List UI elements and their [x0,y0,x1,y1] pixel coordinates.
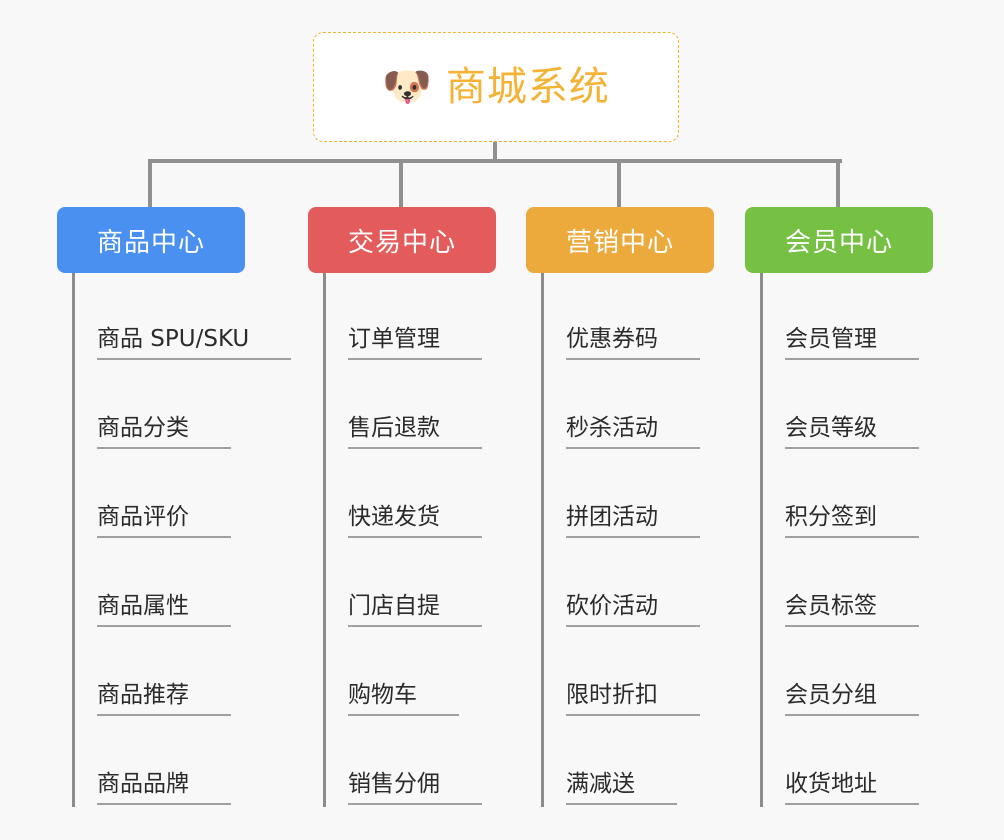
leaf-label: 订单管理 [348,326,482,360]
list-item[interactable]: 满减送 [544,718,746,807]
category-column-marketing: 营销中心 优惠券码 秒杀活动 拼团活动 砍价活动 限时折扣 满减送 [526,207,746,807]
leaf-list-product: 商品 SPU/SKU 商品分类 商品评价 商品属性 商品推荐 商品品牌 [72,273,292,807]
leaf-label: 商品品牌 [97,771,231,805]
list-item[interactable]: 购物车 [326,629,528,718]
category-label: 商品中心 [96,227,205,258]
list-item[interactable]: 砍价活动 [544,540,746,629]
list-item[interactable]: 限时折扣 [544,629,746,718]
leaf-label: 积分签到 [785,504,919,538]
list-item[interactable]: 商品推荐 [75,629,277,718]
connector-horizontal-bus [148,159,842,163]
category-column-trade: 交易中心 订单管理 售后退款 快递发货 门店自提 购物车 销售分佣 [308,207,528,807]
connector-drop-4 [836,159,840,207]
category-header-marketing[interactable]: 营销中心 [526,207,714,273]
leaf-label: 商品 SPU/SKU [97,326,292,360]
category-label: 交易中心 [347,227,456,258]
category-header-trade[interactable]: 交易中心 [308,207,496,273]
leaf-label: 购物车 [348,682,459,716]
list-item[interactable]: 会员管理 [763,273,965,362]
list-item[interactable]: 秒杀活动 [544,362,746,451]
leaf-label: 商品推荐 [97,682,231,716]
list-item[interactable]: 商品分类 [75,362,277,451]
list-item[interactable]: 优惠券码 [544,273,746,362]
list-item[interactable]: 收货地址 [763,718,965,807]
category-label: 会员中心 [784,227,893,258]
list-item[interactable]: 门店自提 [326,540,528,629]
leaf-label: 快递发货 [348,504,482,538]
category-columns: 商品中心 商品 SPU/SKU 商品分类 商品评价 商品属性 商品推荐 商品品牌… [0,207,1004,827]
leaf-list-marketing: 优惠券码 秒杀活动 拼团活动 砍价活动 限时折扣 满减送 [541,273,746,807]
list-item[interactable]: 积分签到 [763,451,965,540]
leaf-label: 商品分类 [97,415,231,449]
leaf-label: 商品属性 [97,593,231,627]
list-item[interactable]: 拼团活动 [544,451,746,540]
leaf-label: 拼团活动 [566,504,700,538]
leaf-label: 满减送 [566,771,677,805]
leaf-label: 收货地址 [785,771,919,805]
connector-drop-3 [617,159,621,207]
leaf-list-trade: 订单管理 售后退款 快递发货 门店自提 购物车 销售分佣 [323,273,528,807]
root-node-mall-system[interactable]: 🐶 商城系统 [313,32,679,142]
category-header-product[interactable]: 商品中心 [57,207,245,273]
list-item[interactable]: 快递发货 [326,451,528,540]
leaf-label: 门店自提 [348,593,482,627]
list-item[interactable]: 订单管理 [326,273,528,362]
leaf-label: 优惠券码 [566,326,700,360]
list-item[interactable]: 商品品牌 [75,718,277,807]
leaf-label: 会员分组 [785,682,919,716]
category-label: 营销中心 [565,227,674,258]
category-header-member[interactable]: 会员中心 [745,207,933,273]
list-item[interactable]: 销售分佣 [326,718,528,807]
leaf-label: 售后退款 [348,415,482,449]
list-item[interactable]: 会员标签 [763,540,965,629]
leaf-label: 秒杀活动 [566,415,700,449]
leaf-label: 限时折扣 [566,682,700,716]
shiba-dog-face-icon: 🐶 [382,64,432,110]
leaf-label: 会员等级 [785,415,919,449]
leaf-label: 商品评价 [97,504,231,538]
category-column-product: 商品中心 商品 SPU/SKU 商品分类 商品评价 商品属性 商品推荐 商品品牌 [57,207,292,807]
category-column-member: 会员中心 会员管理 会员等级 积分签到 会员标签 会员分组 收货地址 [745,207,965,807]
list-item[interactable]: 商品评价 [75,451,277,540]
leaf-label: 砍价活动 [566,593,700,627]
connector-drop-2 [399,159,403,207]
list-item[interactable]: 商品属性 [75,540,277,629]
list-item[interactable]: 会员分组 [763,629,965,718]
leaf-label: 会员标签 [785,593,919,627]
leaf-list-member: 会员管理 会员等级 积分签到 会员标签 会员分组 收货地址 [760,273,965,807]
list-item[interactable]: 售后退款 [326,362,528,451]
list-item[interactable]: 商品 SPU/SKU [75,273,292,362]
connector-drop-1 [148,159,152,207]
leaf-label: 销售分佣 [348,771,482,805]
leaf-label: 会员管理 [785,326,919,360]
connector-root-stem [493,142,497,163]
root-node-title: 商城系统 [445,64,610,110]
list-item[interactable]: 会员等级 [763,362,965,451]
